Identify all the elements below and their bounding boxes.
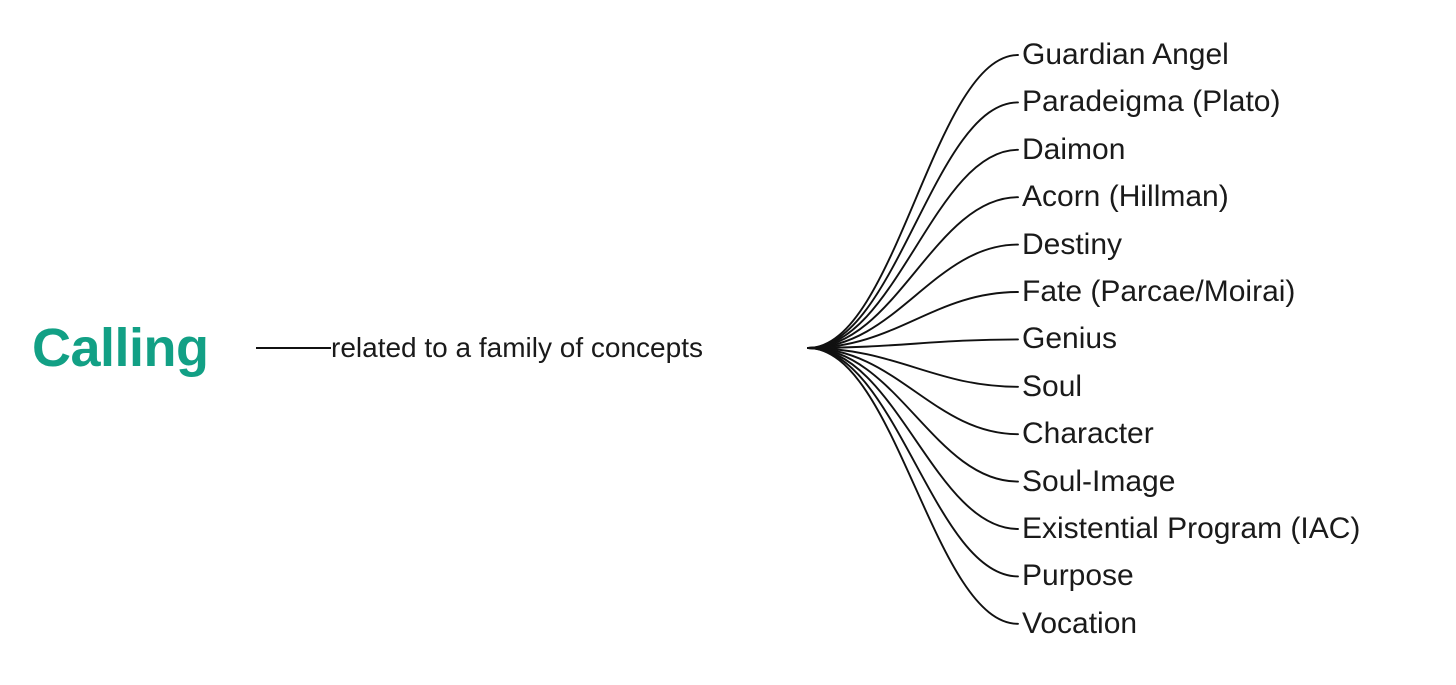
branch-curve [807, 347, 1019, 530]
leaf-label[interactable]: Destiny [1022, 227, 1123, 261]
branch-curve [807, 347, 1019, 625]
leaf-label[interactable]: Fate (Parcae/Moirai) [1022, 275, 1296, 308]
branch-curve [807, 148, 1019, 349]
edge-label-relation[interactable]: related to a family of concepts [331, 332, 703, 363]
root-node-calling[interactable]: Calling [32, 318, 209, 378]
leaf-label[interactable]: Character [1022, 417, 1154, 451]
branch-curve [807, 338, 1019, 349]
leaf-label[interactable]: Existential Program (IAC) [1022, 512, 1361, 545]
leaf-label[interactable]: Purpose [1022, 559, 1134, 593]
branch-curve [807, 347, 1019, 388]
leaf-label[interactable]: Genius [1022, 322, 1118, 356]
leaf-label[interactable]: Vocation [1022, 606, 1138, 640]
branch-curve [807, 101, 1019, 349]
leaf-label[interactable]: Soul [1022, 369, 1083, 403]
branch-curves [807, 54, 1019, 625]
branch-curve [807, 347, 1019, 483]
branch-curve [807, 243, 1019, 349]
leaf-label[interactable]: Acorn (Hillman) [1022, 180, 1229, 214]
leaf-label[interactable]: Guardian Angel [1022, 38, 1229, 71]
branch-curve [807, 347, 1019, 436]
leaf-label[interactable]: Daimon [1022, 132, 1126, 166]
branch-curve [807, 196, 1019, 349]
leaf-label[interactable]: Paradeigma (Plato) [1022, 85, 1281, 119]
branch-curve [807, 54, 1019, 349]
leaf-label[interactable]: Soul-Image [1022, 464, 1176, 498]
branch-curve [807, 291, 1019, 349]
branch-curve [807, 347, 1019, 578]
